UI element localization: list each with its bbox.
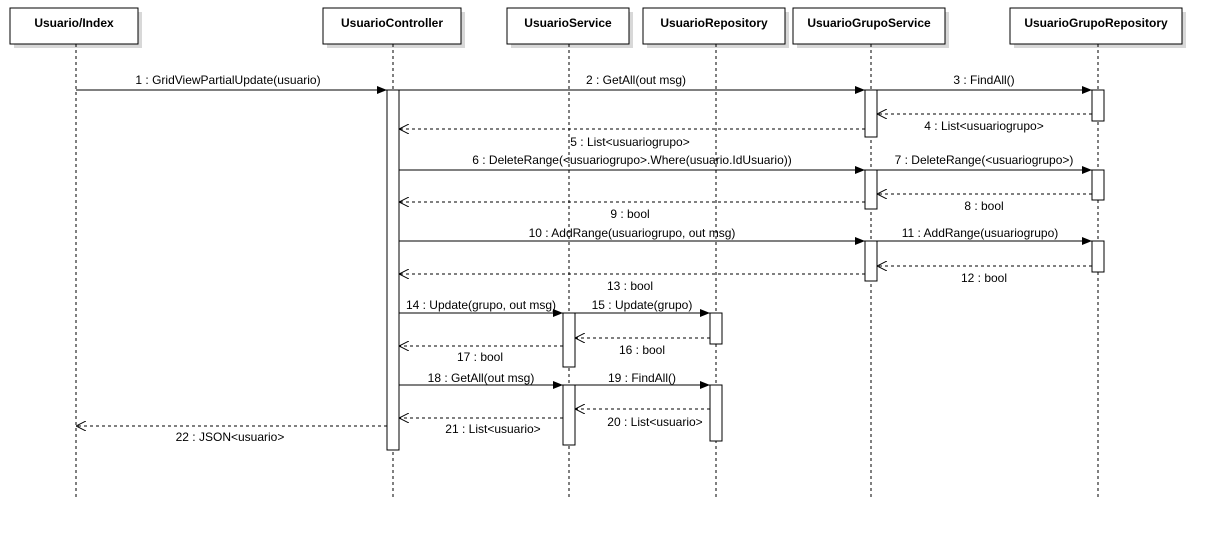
activation-bar-grupo-repository — [1091, 240, 1105, 273]
activation-bar-grupo-repository — [1091, 89, 1105, 122]
message-11: 11 : AddRange(usuariogrupo) — [877, 226, 1092, 245]
message-14: 14 : Update(grupo, out msg) — [399, 298, 563, 317]
participant-usuario-repository[interactable]: UsuarioRepository — [642, 7, 789, 48]
svg-text:11 : AddRange(usuariogrupo): 11 : AddRange(usuariogrupo) — [902, 226, 1059, 240]
message-21: 21 : List<usuario> — [399, 418, 563, 436]
svg-text:5 : List<usuariogrupo>: 5 : List<usuariogrupo> — [570, 135, 689, 149]
participant-usuario-index[interactable]: Usuario/Index — [9, 7, 142, 48]
activation-bar-service — [562, 312, 576, 368]
message-20: 20 : List<usuario> — [575, 409, 710, 429]
svg-text:6 : DeleteRange(<usuariogrupo>: 6 : DeleteRange(<usuariogrupo>.Where(usu… — [472, 153, 792, 167]
participant-usuario-grupo-repository[interactable]: UsuarioGrupoRepository — [1009, 7, 1186, 48]
activation-bar-controller — [386, 89, 400, 451]
message-4: 4 : List<usuariogrupo> — [877, 114, 1092, 133]
message-19: 19 : FindAll() — [575, 371, 710, 389]
svg-text:18 : GetAll(out msg): 18 : GetAll(out msg) — [428, 371, 535, 385]
svg-text:7 : DeleteRange(<usuariogrupo>: 7 : DeleteRange(<usuariogrupo>) — [895, 153, 1074, 167]
message-15: 15 : Update(grupo) — [575, 298, 710, 317]
message-2: 2 : GetAll(out msg) — [399, 73, 865, 94]
svg-text:13 : bool: 13 : bool — [607, 279, 653, 293]
activation-bar-grupo-repository — [1091, 169, 1105, 201]
svg-text:2 : GetAll(out msg): 2 : GetAll(out msg) — [586, 73, 686, 87]
svg-text:19 : FindAll(): 19 : FindAll() — [608, 371, 676, 385]
svg-text:22 : JSON<usuario>: 22 : JSON<usuario> — [176, 430, 285, 444]
message-3: 3 : FindAll() — [877, 73, 1092, 94]
participant-label: Usuario/Index — [34, 16, 114, 30]
activation-bar-grupo-service — [864, 89, 878, 138]
activation-bar-repository — [709, 384, 723, 442]
participant-label: UsuarioService — [524, 16, 612, 30]
participant-usuario-controller[interactable]: UsuarioController — [322, 7, 465, 48]
svg-text:21 : List<usuario>: 21 : List<usuario> — [445, 422, 540, 436]
participant-label: UsuarioRepository — [660, 16, 768, 30]
message-16: 16 : bool — [575, 338, 710, 357]
message-5: 5 : List<usuariogrupo> — [399, 129, 865, 149]
svg-text:12 : bool: 12 : bool — [961, 271, 1007, 285]
message-7: 7 : DeleteRange(<usuariogrupo>) — [877, 153, 1092, 174]
participant-label: UsuarioGrupoRepository — [1024, 16, 1168, 30]
participant-label: UsuarioController — [341, 16, 443, 30]
activation-bar-grupo-service — [864, 240, 878, 282]
participant-label: UsuarioGrupoService — [807, 16, 931, 30]
message-10: 10 : AddRange(usuariogrupo, out msg) — [399, 226, 865, 245]
message-6: 6 : DeleteRange(<usuariogrupo>.Where(usu… — [399, 153, 865, 174]
svg-text:20 : List<usuario>: 20 : List<usuario> — [607, 415, 702, 429]
message-18: 18 : GetAll(out msg) — [399, 371, 563, 389]
message-22: 22 : JSON<usuario> — [76, 426, 387, 444]
svg-text:9 : bool: 9 : bool — [610, 207, 649, 221]
message-9: 9 : bool — [399, 202, 865, 221]
svg-text:16 : bool: 16 : bool — [619, 343, 665, 357]
svg-text:15 : Update(grupo): 15 : Update(grupo) — [592, 298, 693, 312]
svg-text:17 : bool: 17 : bool — [457, 350, 503, 364]
svg-text:3 : FindAll(): 3 : FindAll() — [953, 73, 1014, 87]
message-12: 12 : bool — [877, 266, 1092, 285]
activation-bar-service — [562, 384, 576, 446]
svg-text:8 : bool: 8 : bool — [964, 199, 1003, 213]
message-13: 13 : bool — [399, 274, 865, 293]
activation-bar-repository — [709, 312, 723, 345]
participant-usuario-service[interactable]: UsuarioService — [506, 7, 633, 48]
message-8: 8 : bool — [877, 194, 1092, 213]
svg-text:1 : GridViewPartialUpdate(usua: 1 : GridViewPartialUpdate(usuario) — [135, 73, 320, 87]
message-1: 1 : GridViewPartialUpdate(usuario) — [76, 73, 387, 94]
activation-bar-grupo-service — [864, 169, 878, 210]
svg-text:10 : AddRange(usuariogrupo, ou: 10 : AddRange(usuariogrupo, out msg) — [529, 226, 736, 240]
participant-usuario-grupo-service[interactable]: UsuarioGrupoService — [792, 7, 949, 48]
svg-text:4 : List<usuariogrupo>: 4 : List<usuariogrupo> — [924, 119, 1043, 133]
message-17: 17 : bool — [399, 346, 563, 364]
svg-text:14 : Update(grupo, out msg): 14 : Update(grupo, out msg) — [406, 298, 556, 312]
